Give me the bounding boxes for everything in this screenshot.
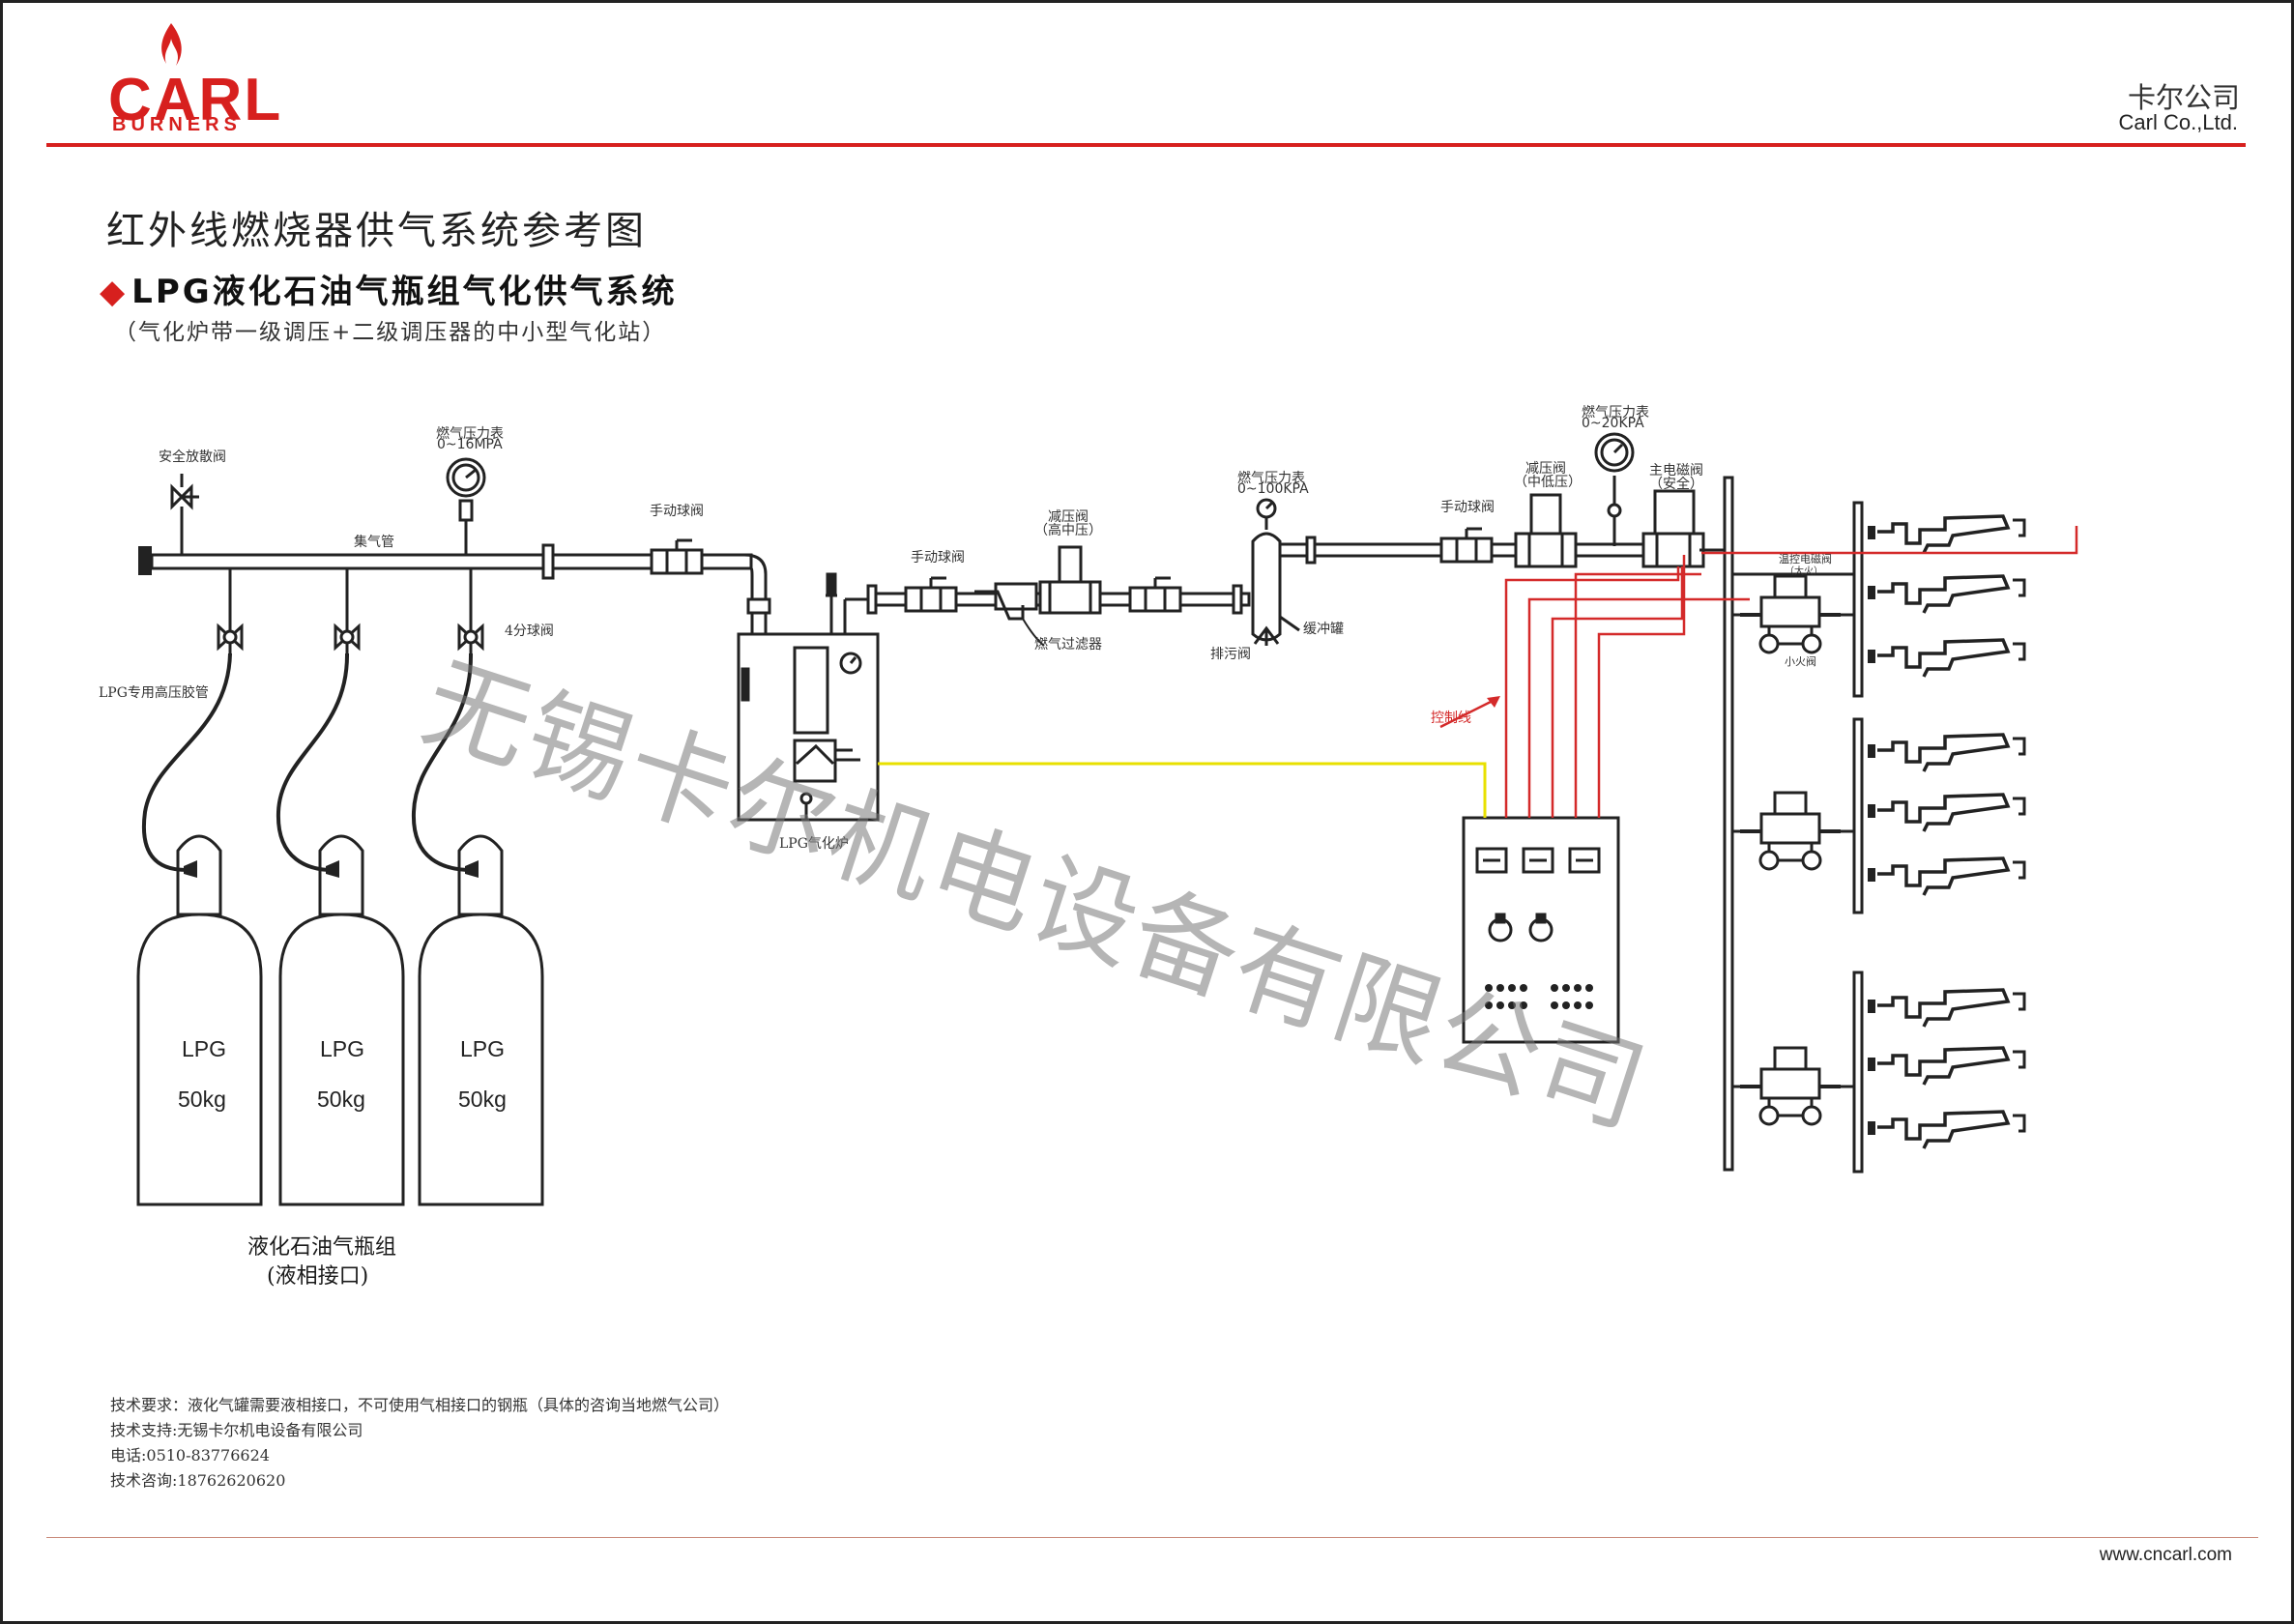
label-vaporizer: LPG气化炉 — [779, 836, 849, 852]
label-main-solenoid-title: 主电磁阀 — [1649, 463, 1703, 478]
burner-group-1 — [1866, 514, 2026, 679]
label-gauge1-range: 0~16MPA — [437, 437, 503, 452]
cylinder-3-name: LPG — [460, 1036, 506, 1061]
label-buffer-tank: 缓冲罐 — [1303, 622, 1344, 637]
note-support: 技术支持:无锡卡尔机电设备有限公司 — [110, 1421, 363, 1439]
label-reducer2-sub: （中低压） — [1514, 475, 1582, 490]
note-consult: 技术咨询:18762620620 — [110, 1471, 286, 1490]
lpg-cylinder-3 — [418, 834, 544, 1206]
signal-line — [878, 762, 1487, 818]
label-gauge1-title: 燃气压力表 — [436, 426, 504, 442]
cylinder-group-label: 液化石油气瓶组 — [247, 1235, 397, 1260]
label-gauge2-title: 燃气压力表 — [1237, 471, 1305, 486]
cylinder-drop-valves — [217, 568, 484, 653]
label-control-line: 控制线 — [1431, 710, 1471, 726]
label-safety-vent-valve: 安全放散阀 — [159, 450, 226, 465]
label-hose: LPG专用高压胶管 — [99, 685, 209, 701]
burner-group-2 — [1866, 733, 2026, 897]
label-ball-valve-3: 手动球阀 — [1440, 500, 1495, 515]
control-lines — [1439, 526, 2078, 818]
burner-2 — [1866, 574, 2026, 615]
label-reducer2-title: 减压阀 — [1525, 461, 1566, 477]
cylinder-2-weight: 50kg — [317, 1087, 365, 1112]
label-main-solenoid-sub: （安全） — [1649, 477, 1703, 492]
burner-9 — [1866, 1110, 2026, 1150]
burner-5 — [1866, 793, 2026, 833]
burner-1 — [1866, 514, 2026, 555]
burner-7 — [1866, 988, 2026, 1029]
pipe-section-3 — [1278, 432, 1727, 568]
company-name-en: Carl Co.,Ltd. — [2118, 110, 2239, 134]
note-phone: 电话:0510-83776624 — [110, 1446, 270, 1464]
label-ball-valve-2: 手动球阀 — [911, 550, 965, 566]
system-note: （气化炉带一级调压+二级调压器的中小型气化站） — [114, 320, 667, 345]
subtitle-text: LPG液化石油气瓶组气化供气系统 — [131, 273, 678, 311]
ball-valve-2 — [904, 576, 958, 613]
label-gas-filter: 燃气过滤器 — [1034, 637, 1102, 652]
collector-pipe — [138, 543, 771, 634]
label-ball-valve-1: 手动球阀 — [650, 504, 704, 519]
logo-burners: BURNERS — [112, 114, 242, 135]
label-drain-valve: 排污阀 — [1210, 647, 1251, 662]
label-collector-pipe: 集气管 — [354, 535, 394, 550]
label-quarter-valve: 4分球阀 — [505, 624, 554, 639]
burner-6 — [1866, 856, 2026, 897]
temp-solenoid-valve-3 — [1738, 1046, 1843, 1126]
note-requirement: 技术要求：液化气罐需要液相接口，不可使用气相接口的钢瓶（具体的咨询当地燃气公司） — [110, 1396, 730, 1414]
burner-4 — [1866, 733, 2026, 773]
label-gauge3-title: 燃气压力表 — [1582, 405, 1649, 420]
safety-vent-valve — [170, 474, 199, 555]
label-small-fire-valve: 小火阀 — [1785, 655, 1816, 668]
lpg-vaporizer — [737, 572, 880, 822]
lpg-cylinder-1 — [136, 834, 263, 1206]
temp-solenoid-valve-1 — [1738, 574, 1843, 654]
buffer-tank — [1251, 498, 1305, 646]
cabinet-indicator-dots — [1485, 984, 1593, 1009]
temp-solenoid-valve-2 — [1738, 791, 1843, 871]
label-reducer1-title: 减压阀 — [1048, 509, 1089, 525]
diamond-marker: ◆ — [100, 273, 129, 311]
cylinder-1-name: LPG — [182, 1036, 227, 1061]
burner-3 — [1866, 638, 2026, 679]
cylinder-2-name: LPG — [320, 1036, 365, 1061]
company-name-cn: 卡尔公司 — [2127, 81, 2240, 114]
ball-valve-3 — [1128, 576, 1182, 613]
flame-icon — [161, 23, 182, 66]
logo-carl: CARL — [108, 67, 283, 133]
ball-valve-4 — [1439, 527, 1494, 564]
footer-divider — [46, 1537, 2258, 1538]
label-reducer1-sub: （高中压） — [1034, 523, 1102, 538]
label-gauge3-range: 0~20KPA — [1582, 416, 1644, 431]
ball-valve-1 — [650, 538, 704, 575]
cylinder-group-sublabel: (液相接口) — [267, 1264, 369, 1289]
system-subtitle: ◆LPG液化石油气瓶组气化供气系统 — [100, 265, 678, 312]
lpg-cylinder-2 — [278, 834, 405, 1206]
label-gauge2-range: 0~100KPA — [1237, 481, 1309, 497]
burner-group-3 — [1866, 988, 2026, 1150]
label-temp-solenoid-sub: （大火） — [1785, 566, 1823, 577]
lpg-hoses — [141, 652, 474, 872]
burner-8 — [1866, 1046, 2026, 1087]
header-divider — [46, 143, 2246, 147]
footer-url[interactable]: www.cncarl.com — [2099, 1545, 2232, 1565]
label-temp-solenoid-title: 温控电磁阀 — [1779, 553, 1832, 566]
pressure-gauge-1 — [446, 457, 486, 555]
page-title: 红外线燃烧器供气系统参考图 — [106, 209, 647, 253]
cylinder-3-weight: 50kg — [458, 1087, 507, 1112]
cylinder-1-weight: 50kg — [178, 1087, 226, 1112]
control-line-arrow — [1487, 696, 1500, 708]
